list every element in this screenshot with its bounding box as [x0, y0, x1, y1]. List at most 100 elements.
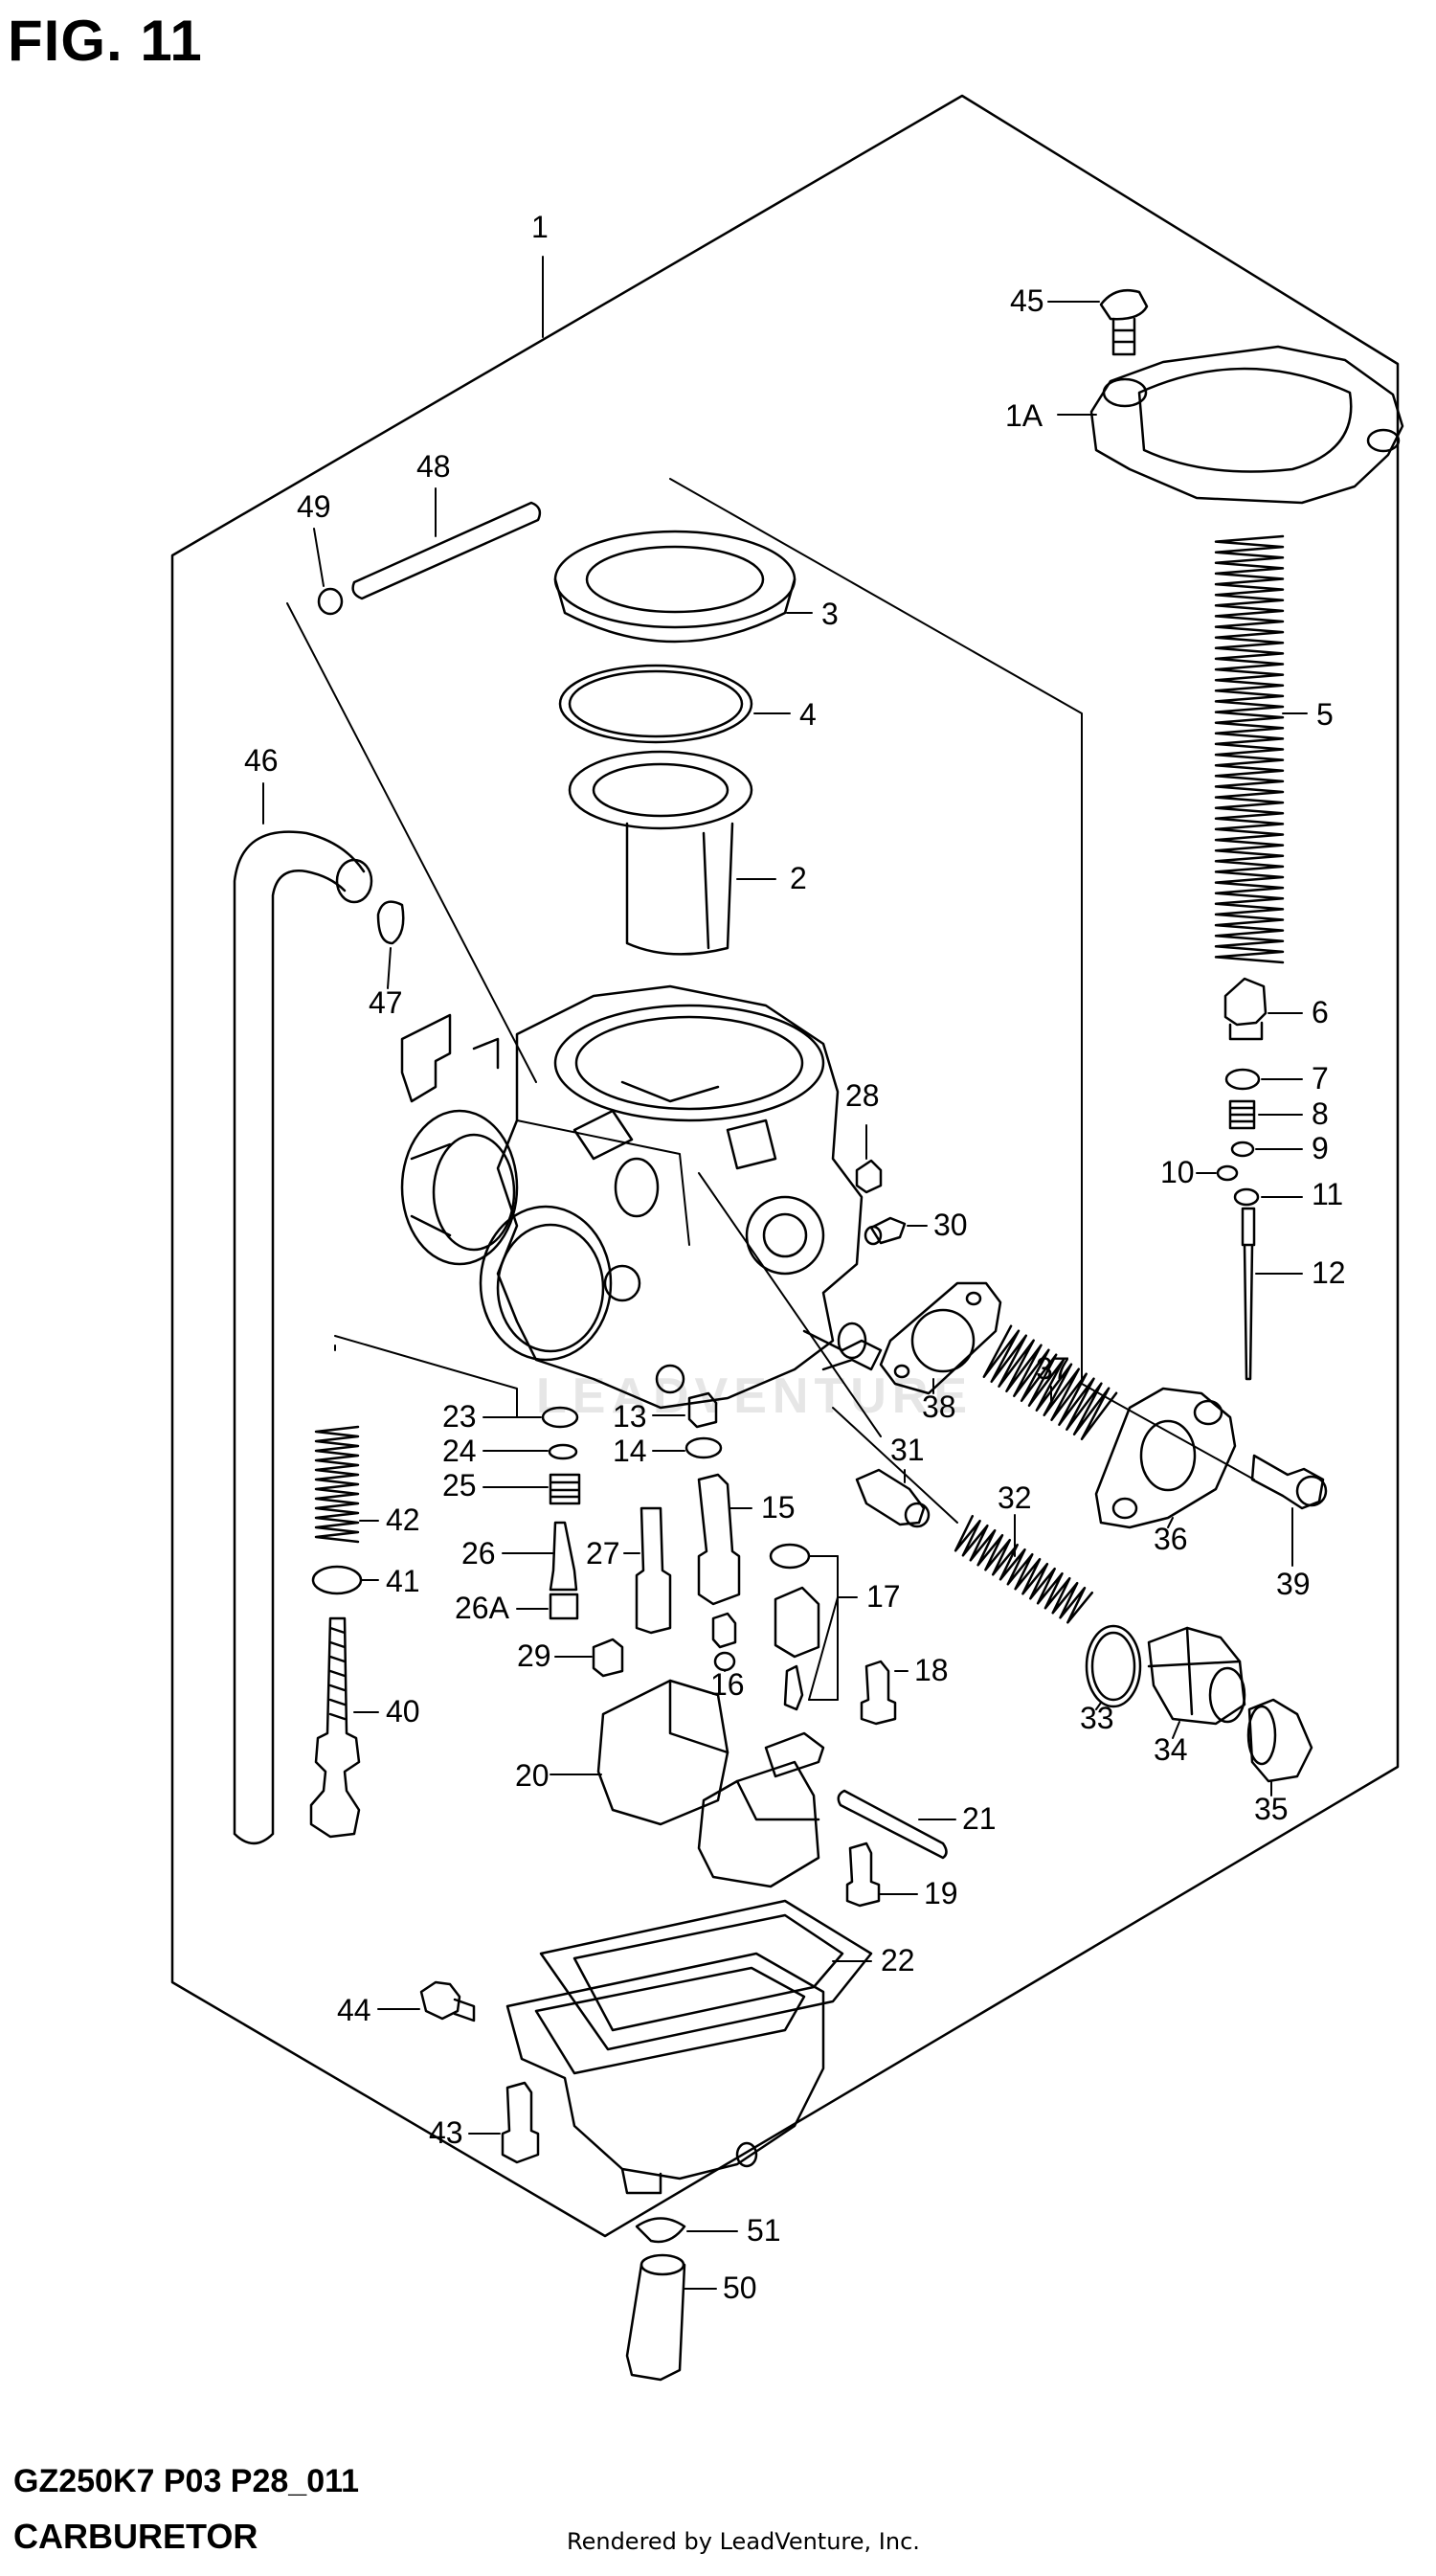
- spring-37: [982, 1324, 1118, 1441]
- seat-11: [1233, 1187, 1260, 1207]
- callout-9: 9: [1255, 1131, 1329, 1165]
- callout-label: 1: [531, 210, 549, 244]
- callout-label: 5: [1316, 697, 1334, 732]
- callout-39: 39: [1276, 1507, 1311, 1601]
- callout-label: 7: [1312, 1061, 1329, 1096]
- callout-label: 15: [761, 1490, 796, 1525]
- screw-18: [860, 1660, 897, 1726]
- callout-label: 13: [613, 1399, 647, 1434]
- callout-label: 29: [517, 1638, 551, 1673]
- callout-label: 4: [799, 697, 817, 732]
- callout-42: 42: [359, 1503, 420, 1537]
- callout-label: 14: [613, 1434, 647, 1468]
- needle-jet-26: [549, 1521, 578, 1592]
- float-bowl: [505, 1952, 825, 2195]
- clip-10: [1216, 1164, 1239, 1182]
- callout-4: 4: [753, 697, 817, 732]
- gasket-38: [879, 1281, 1002, 1395]
- spring-32: [954, 1514, 1094, 1624]
- callout-19: 19: [878, 1876, 958, 1910]
- callout-47: 47: [369, 947, 403, 1020]
- callout-label: 30: [933, 1208, 968, 1242]
- callout-25: 25: [442, 1468, 549, 1503]
- screw-40: [309, 1616, 361, 1839]
- callout-26a: 26A: [455, 1591, 549, 1625]
- washer-41: [311, 1565, 363, 1595]
- callout-18: 18: [894, 1653, 949, 1687]
- pilot-screw-31: [855, 1468, 931, 1528]
- plug-28: [855, 1159, 883, 1194]
- callout-label: 26: [461, 1536, 496, 1570]
- jet-27: [635, 1506, 672, 1635]
- callout-1: 1: [531, 210, 549, 338]
- callout-label: 23: [442, 1399, 477, 1434]
- top-cap: [1089, 345, 1404, 505]
- callout-label: 48: [416, 449, 451, 484]
- callout-23: 23: [442, 1399, 542, 1434]
- leader-line: [387, 947, 392, 989]
- callout-22: 22: [832, 1943, 915, 1977]
- clip-49: [317, 587, 344, 616]
- callout-label: 37: [1036, 1351, 1070, 1386]
- clamp-51: [635, 2217, 686, 2244]
- callout-label: 51: [747, 2213, 781, 2248]
- rod-48: [351, 501, 542, 600]
- float-pin-21: [837, 1789, 948, 1860]
- callout-label: 31: [890, 1433, 925, 1467]
- callout-37: 37: [1036, 1351, 1070, 1407]
- plunger-34: [1147, 1626, 1246, 1726]
- callout-45: 45: [1010, 283, 1100, 318]
- callout-50: 50: [684, 2271, 757, 2305]
- needle-spring: [1214, 534, 1285, 964]
- callout-38: 38: [922, 1378, 956, 1424]
- drain-hose-50: [625, 2253, 686, 2382]
- callout-label: 47: [369, 985, 403, 1020]
- hose-clamp-47: [376, 900, 405, 945]
- callout-label: 41: [386, 1564, 420, 1598]
- callout-40: 40: [353, 1694, 420, 1729]
- callout-label: 38: [922, 1390, 956, 1424]
- screw-39: [1250, 1454, 1328, 1510]
- drain-screw-44: [419, 1980, 476, 2022]
- callout-20: 20: [515, 1758, 602, 1793]
- callout-label: 19: [924, 1876, 958, 1910]
- o-ring-4: [558, 664, 753, 744]
- callout-16: 16: [710, 1667, 745, 1702]
- callout-12: 12: [1255, 1255, 1346, 1290]
- callout-label: 18: [914, 1653, 949, 1687]
- callout-6: 6: [1268, 995, 1329, 1029]
- callout-49: 49: [297, 489, 331, 587]
- callout-32: 32: [998, 1480, 1032, 1557]
- callout-label: 50: [723, 2271, 757, 2305]
- callout-51: 51: [686, 2213, 781, 2248]
- callout-label: 8: [1312, 1096, 1329, 1131]
- callout-29: 29: [517, 1638, 593, 1673]
- leader-line: [808, 1596, 839, 1701]
- callout-28: 28: [845, 1078, 880, 1160]
- callout-label: 35: [1254, 1792, 1289, 1826]
- callout-26: 26: [461, 1536, 554, 1570]
- cap-35: [1246, 1698, 1313, 1783]
- callout-30: 30: [907, 1208, 968, 1242]
- leader-line: [313, 528, 325, 587]
- needle-holder: [1223, 977, 1268, 1041]
- callout-label: 25: [442, 1468, 477, 1503]
- watermark: LEADVENTURE: [536, 1368, 973, 1424]
- valve-set-17: [769, 1543, 820, 1711]
- jet-29: [592, 1638, 624, 1678]
- callout-label: 45: [1010, 283, 1044, 318]
- washer-23: [541, 1406, 579, 1429]
- callout-label: 33: [1080, 1701, 1114, 1735]
- callout-label: 46: [244, 743, 279, 778]
- section-name: CARBURETOR: [13, 2517, 258, 2556]
- cover-36: [1094, 1387, 1237, 1529]
- callout-label: 39: [1276, 1567, 1311, 1601]
- callout-label: 17: [866, 1579, 901, 1614]
- callout-44: 44: [337, 1993, 420, 2027]
- model-code: GZ250K7 P03 P28_011: [13, 2463, 360, 2499]
- screw-30: [864, 1216, 907, 1246]
- callout-label: 10: [1160, 1155, 1195, 1189]
- screw-43: [501, 2081, 540, 2164]
- callout-2: 2: [736, 861, 807, 895]
